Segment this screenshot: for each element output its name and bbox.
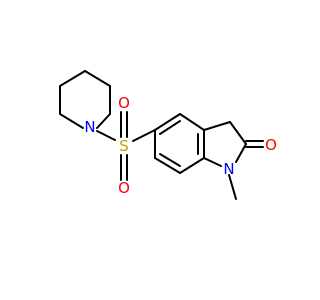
- bond: [159, 120, 181, 135]
- piperidine-ring: [59, 70, 111, 129]
- lactam-ring: [203, 121, 247, 167]
- benzene-ring: [154, 113, 205, 174]
- atom-s-sulfonyl: S: [119, 137, 129, 155]
- atom-n-piperidine: N: [84, 118, 95, 136]
- bond: [203, 157, 222, 167]
- bond: [229, 121, 247, 145]
- bond: [59, 113, 84, 129]
- bond: [59, 70, 86, 87]
- bond: [159, 153, 181, 167]
- bond: [179, 113, 205, 131]
- structure-canvas: N S O O N O: [59, 70, 277, 200]
- bond: [96, 130, 116, 141]
- sulfonyl-oxygens: [120, 111, 128, 181]
- atom-o-carbonyl: O: [265, 136, 277, 154]
- carbonyl-bond: [245, 140, 264, 148]
- methyl-bond: [228, 174, 237, 200]
- bond: [154, 157, 181, 174]
- molecule-drawing: N S O O N O: [59, 70, 277, 200]
- bond: [203, 121, 231, 131]
- bond: [96, 113, 111, 129]
- bond: [84, 70, 111, 87]
- bond: [154, 113, 181, 131]
- atom-o-sulfonyl-bottom: O: [118, 179, 130, 197]
- atom-o-sulfonyl-top: O: [118, 94, 130, 112]
- bond: [132, 129, 156, 142]
- atom-n-indolinone: N: [223, 160, 234, 178]
- bond: [235, 143, 247, 163]
- bond: [179, 157, 205, 174]
